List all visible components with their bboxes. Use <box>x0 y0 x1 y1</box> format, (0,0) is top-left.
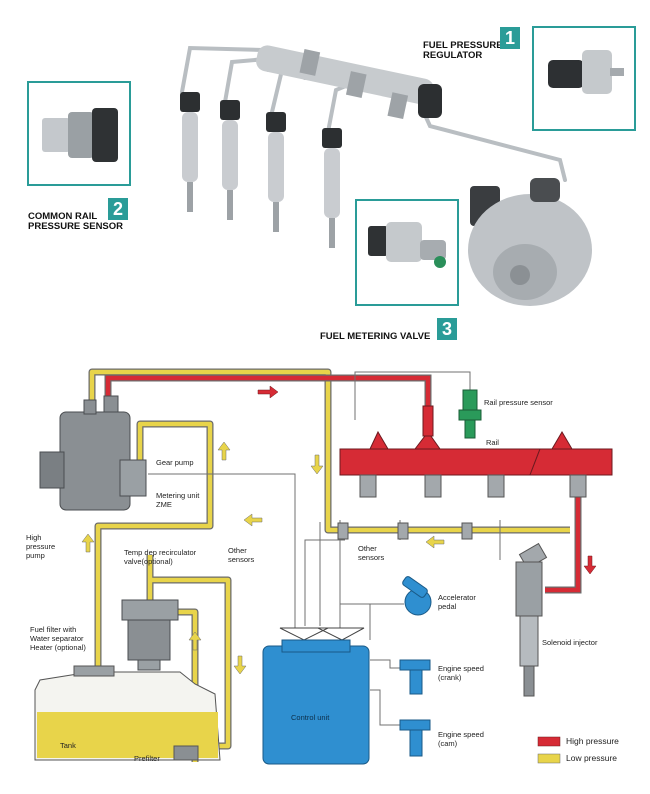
label-rail-pressure-sensor: Rail pressure sensor <box>484 398 553 407</box>
engine-speed-sensors <box>399 659 431 757</box>
high-pressure-pump-illustration <box>468 178 592 306</box>
high-pressure-pump-component <box>39 395 147 511</box>
label-engine-speed-crank: Engine speed(crank) <box>438 664 484 682</box>
fuel-filter-component <box>121 599 179 671</box>
label-gear-pump: Gear pump <box>156 458 194 467</box>
callout-3-title: FUEL METERING VALVE <box>320 331 431 342</box>
legend-high-pressure-label: High pressure <box>566 736 619 746</box>
callout-3-number: 3 <box>437 318 457 340</box>
high-pressure-lines <box>104 374 582 594</box>
injectors-illustration <box>180 92 342 248</box>
control-unit-component <box>262 627 370 765</box>
legend-low-pressure-swatch <box>537 753 561 764</box>
callout-2-number: 2 <box>108 198 128 220</box>
return-line-fittings <box>337 522 473 540</box>
label-prefilter: Prefilter <box>134 754 160 763</box>
solenoid-injector-component <box>515 542 548 697</box>
regulator-photo <box>532 26 636 131</box>
legend-low-pressure-label: Low pressure <box>566 753 618 763</box>
accelerator-pedal-component <box>402 576 432 616</box>
label-engine-speed-cam: Engine speed(cam) <box>438 730 484 748</box>
label-solenoid-injector: Solenoid injector <box>542 638 598 647</box>
label-control-unit: Control unit <box>291 713 330 722</box>
label-tank: Tank <box>60 741 76 750</box>
legend-high-pressure-swatch <box>537 736 561 747</box>
label-rail: Rail <box>486 438 499 447</box>
components-illustration <box>27 26 636 306</box>
fuel-system-schematic <box>34 368 613 765</box>
metering-valve-photo <box>355 199 459 306</box>
flow-arrows <box>81 385 597 675</box>
callout-1-number: 1 <box>500 27 520 49</box>
rail-component <box>339 389 613 498</box>
common-rail-illustration <box>256 45 442 120</box>
tank-component <box>34 665 221 761</box>
rail-sensor-photo <box>27 81 131 186</box>
